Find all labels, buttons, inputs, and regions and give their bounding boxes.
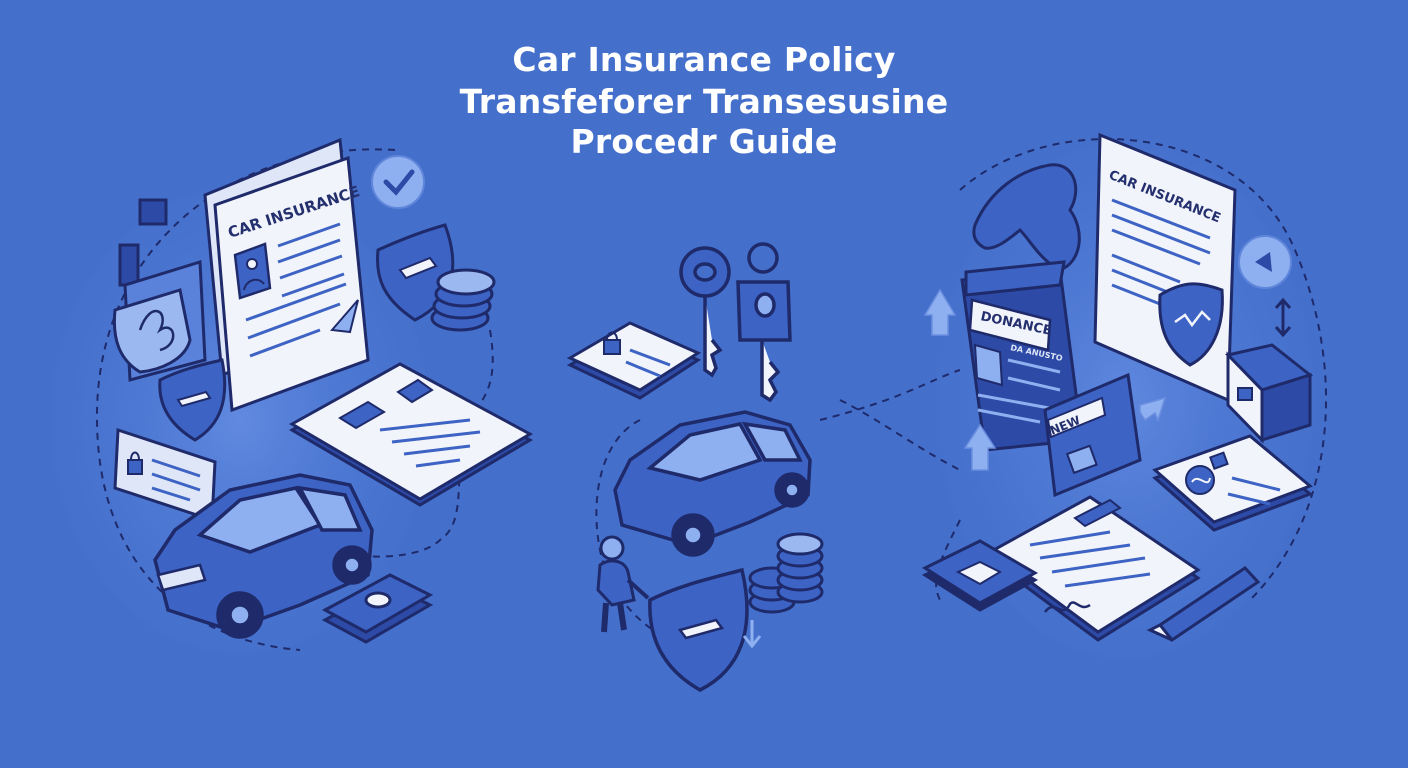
- left-id-card: [288, 362, 534, 507]
- page-title-line-1: Car Insurance Policy: [512, 40, 896, 79]
- right-wallet: [1225, 343, 1314, 444]
- right-hand-icon: [972, 163, 1081, 272]
- right-signed-document: [987, 495, 1201, 642]
- left-key-fob: [321, 573, 434, 644]
- right-blue-card: [960, 260, 1084, 452]
- center-coin-stack: [748, 532, 824, 614]
- center-person: [596, 535, 650, 633]
- right-insurance-document: [1093, 132, 1237, 403]
- left-machine: [112, 198, 207, 382]
- center-car: [613, 410, 812, 557]
- right-symbol-card: [1152, 434, 1313, 532]
- center-shield-icon: [648, 567, 762, 692]
- right-new-card: [1043, 372, 1142, 498]
- check-badge-icon: [371, 155, 425, 209]
- center-keys: [679, 242, 792, 403]
- right-car-card: [921, 539, 1039, 612]
- left-coin-stack: [430, 268, 496, 332]
- left-insurance-document: [213, 155, 370, 413]
- pen-icon: [1146, 566, 1261, 643]
- center-lock-card: [566, 321, 702, 400]
- left-car: [153, 473, 374, 639]
- right-exchange-icon: [1238, 235, 1292, 338]
- page-title-line-3: Procedr Guide: [570, 122, 838, 161]
- page-title-line-2: Transfeforer Transesusine: [459, 82, 949, 121]
- left-small-shield-icon: [158, 358, 227, 442]
- right-arrows: [923, 288, 1167, 471]
